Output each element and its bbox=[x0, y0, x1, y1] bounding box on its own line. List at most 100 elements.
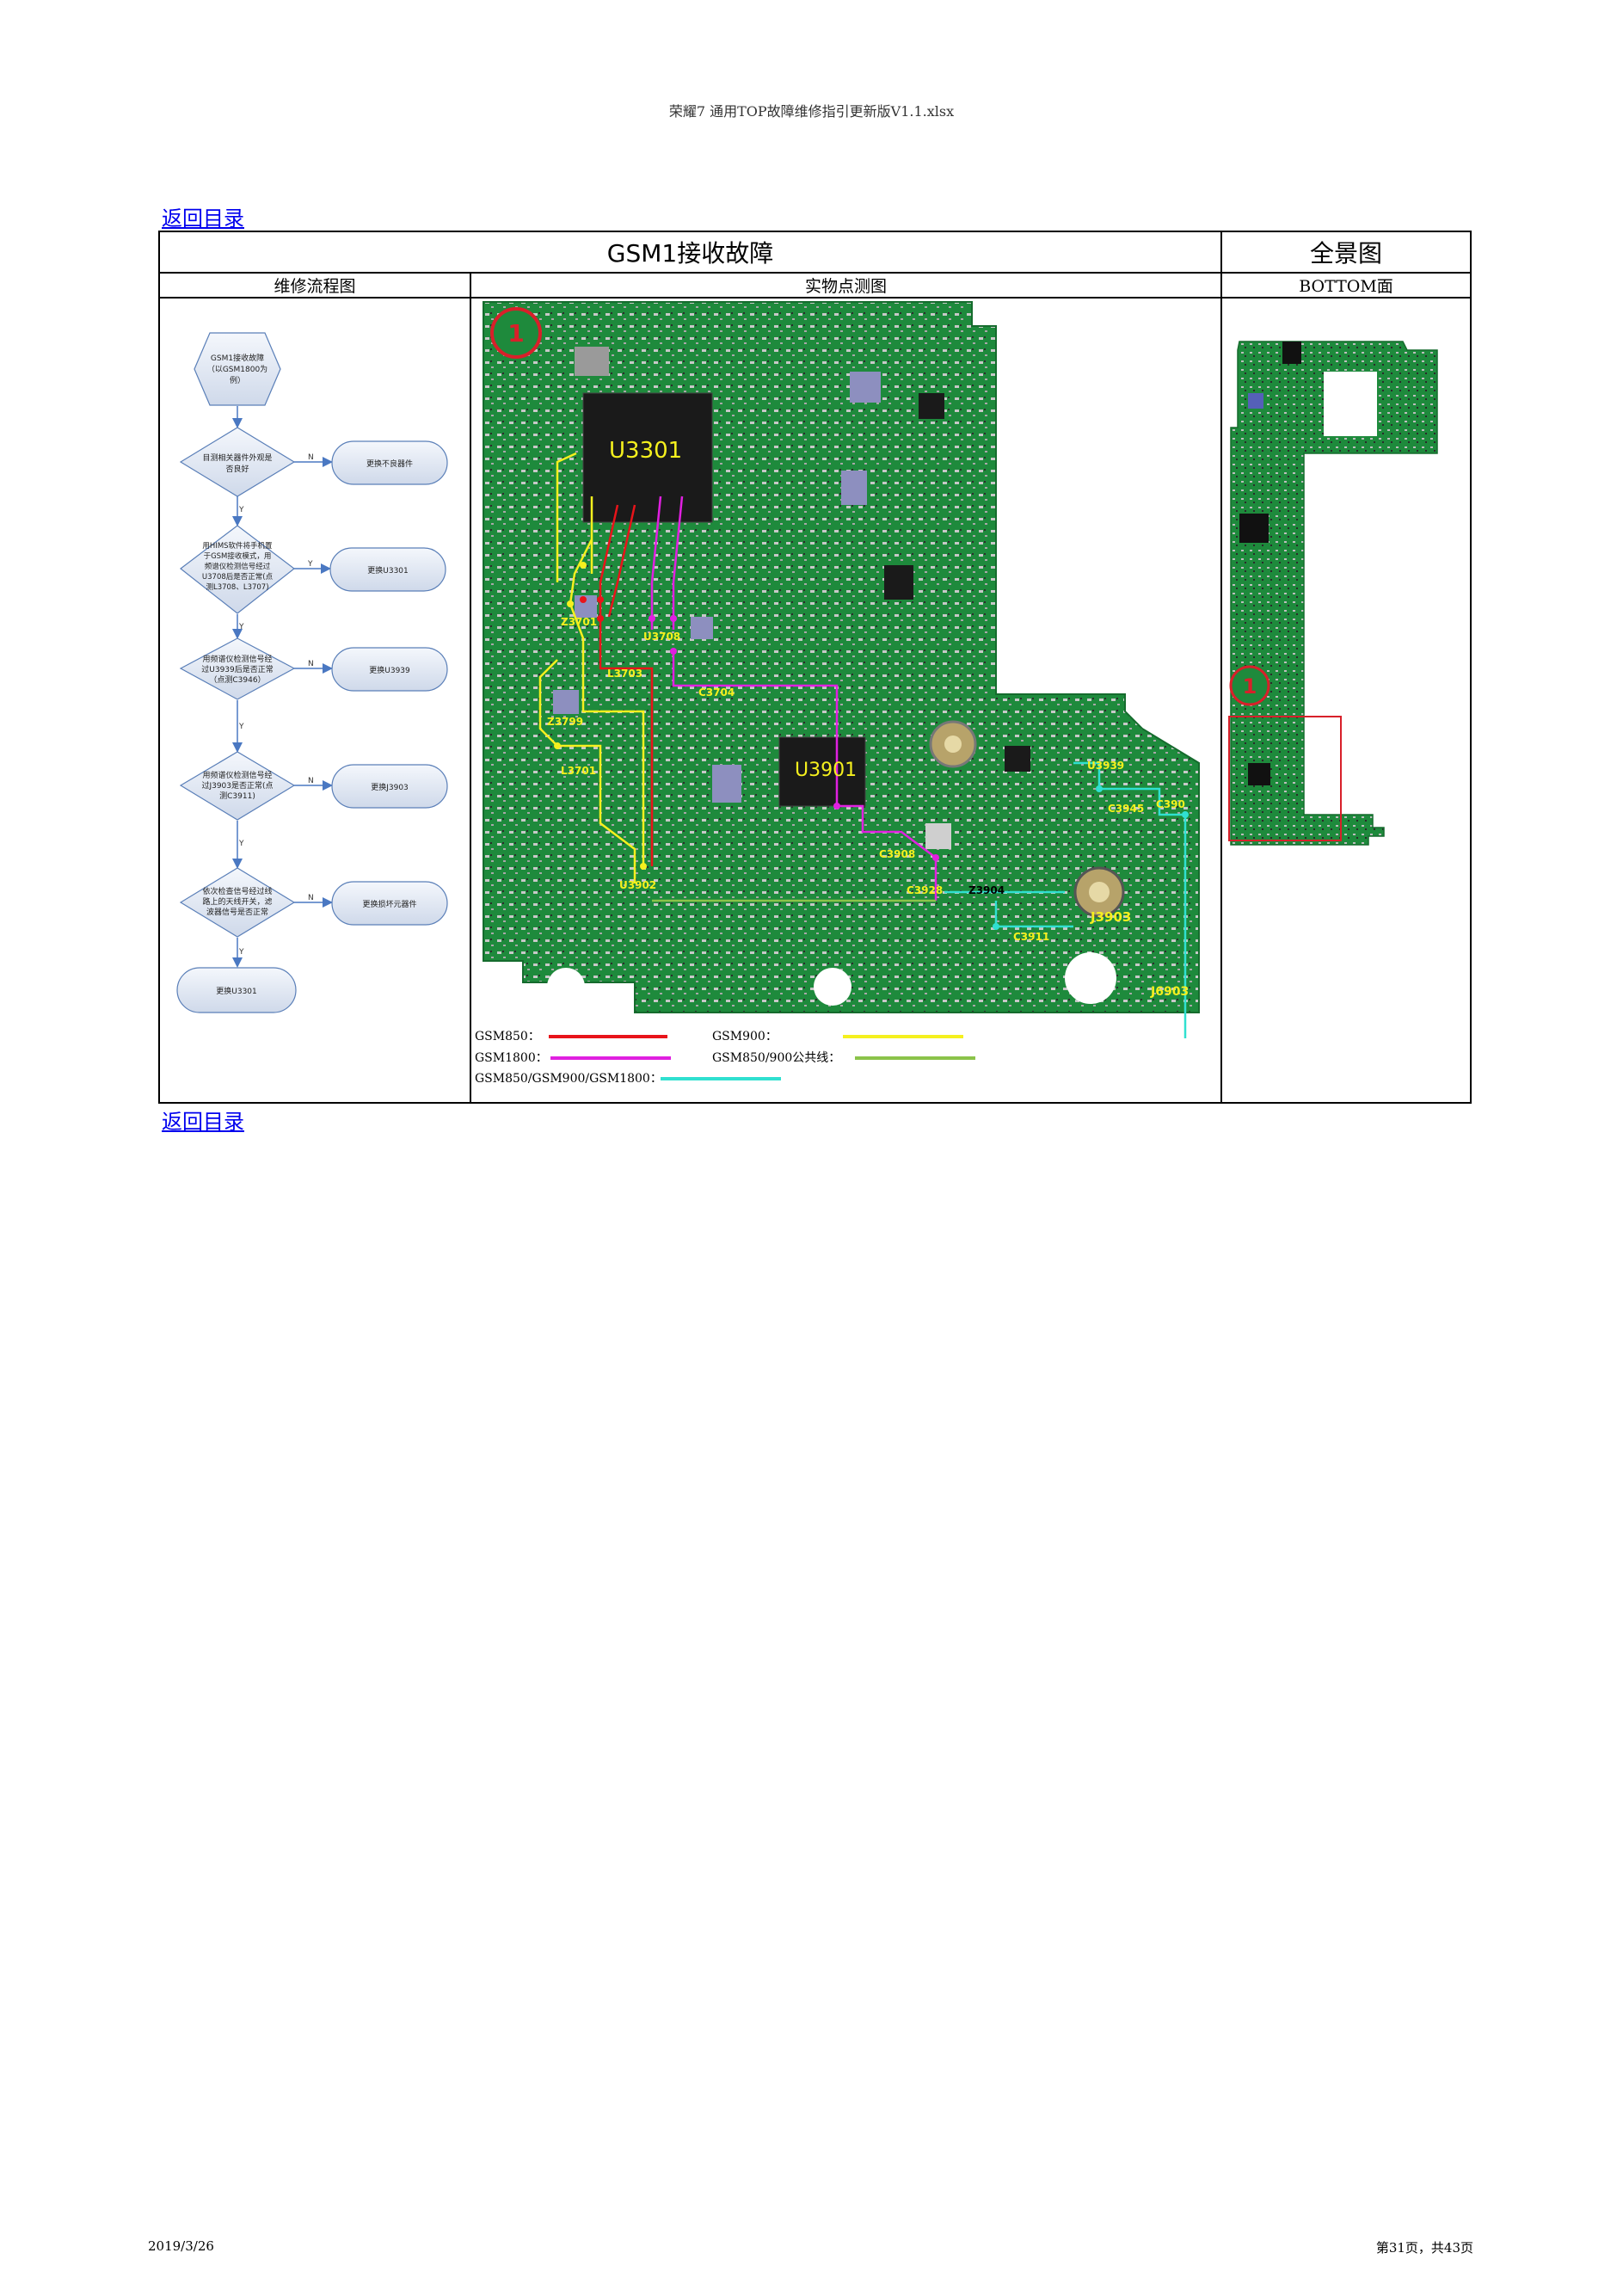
label-u3901: U3901 bbox=[795, 760, 857, 781]
back-to-index-link-bottom[interactable]: 返回目录 bbox=[162, 1110, 244, 1134]
probe-point bbox=[670, 648, 677, 655]
label-z3904: Z3904 bbox=[968, 884, 1005, 896]
fault-table: GSM1接收故障 全景图 维修流程图 实物点测图 BOTTOM面 bbox=[158, 231, 1472, 1104]
label-z3701: Z3701 bbox=[561, 616, 597, 628]
label-c3928: C3928 bbox=[907, 884, 943, 896]
flow-decision-3-line: （点测C3946） bbox=[209, 675, 265, 685]
component bbox=[884, 565, 913, 600]
flow-action-4-label: 更换J3903 bbox=[371, 782, 409, 792]
flow-decision-3-line: 过U3939后是否正常 bbox=[201, 664, 274, 674]
coax-connector-center bbox=[944, 736, 962, 753]
label-u3301: U3301 bbox=[609, 438, 682, 464]
flow-action-2-label: 更换U3301 bbox=[367, 565, 409, 576]
panorama-title: 全景图 bbox=[1220, 231, 1472, 274]
flow-decision-1-line: 目测相关器件外观是 bbox=[202, 452, 272, 463]
flow-decision-2-line: 测L3708、L3707) bbox=[206, 583, 268, 592]
trace-gsm850 bbox=[607, 504, 636, 618]
flow-end-node bbox=[176, 967, 297, 1013]
label-z3799: Z3799 bbox=[547, 716, 583, 728]
flow-decision-5-line: 波器信号是否正常 bbox=[206, 907, 268, 917]
probe-point bbox=[1182, 811, 1189, 818]
legend-gsm900-label: GSM900： bbox=[712, 1030, 778, 1043]
probe-point bbox=[932, 854, 939, 861]
panorama-board-diagram: 1 bbox=[1228, 341, 1438, 846]
label-c3908: C3908 bbox=[879, 848, 915, 860]
flow-decision-2 bbox=[180, 525, 295, 614]
document-title: 荣耀7 通用TOP故障维修指引更新版V1.1.xlsx bbox=[668, 103, 955, 120]
probe-point bbox=[597, 615, 604, 622]
probe-point bbox=[567, 600, 574, 607]
component bbox=[1248, 763, 1270, 785]
probe-point bbox=[1096, 785, 1103, 792]
photo-cell: 1 U3301 U3901 Z3701 U3708 L3703 C3704 Z3… bbox=[470, 297, 1222, 1104]
probe-point bbox=[649, 615, 655, 622]
flow-decision-4 bbox=[179, 751, 296, 821]
trace-gsm1800 bbox=[672, 496, 684, 630]
mounting-hole bbox=[814, 968, 851, 1006]
label-c390: C390 bbox=[1156, 798, 1185, 810]
flow-decision-4-line: 过J3903是否正常(点 bbox=[201, 780, 273, 791]
trace-gsm900 bbox=[556, 452, 577, 582]
flow-decision-5 bbox=[179, 867, 296, 938]
component bbox=[841, 471, 867, 505]
flow-decision-1 bbox=[179, 427, 296, 497]
flow-decision-3 bbox=[179, 637, 296, 700]
panorama-cell: 1 bbox=[1220, 297, 1472, 1104]
marker-1-label: 1 bbox=[507, 319, 524, 348]
label-j3903: J3903 bbox=[1090, 909, 1131, 925]
flow-no-label: N bbox=[308, 660, 314, 668]
mounting-hole bbox=[547, 968, 585, 1006]
flow-decision-5-line: 依次检查信号经过线 bbox=[202, 886, 272, 896]
flow-decision-2-line: 用HIMS软件将手机置 bbox=[202, 541, 273, 551]
flow-action-1-label: 更换不良器件 bbox=[366, 459, 413, 469]
label-l3701: L3701 bbox=[561, 765, 596, 777]
mounting-hole bbox=[1065, 952, 1116, 1004]
footer-page-number: 第31页，共43页 bbox=[1375, 2240, 1473, 2256]
trace-gsm900 bbox=[569, 539, 645, 866]
label-u3708: U3708 bbox=[643, 631, 680, 643]
flow-yes-label: Y bbox=[238, 623, 244, 631]
legend-gsm850-label: GSM850： bbox=[475, 1030, 540, 1043]
back-to-index-link-top[interactable]: 返回目录 bbox=[162, 206, 244, 231]
chip-u3901 bbox=[778, 736, 866, 807]
flow-decision-1-line: 否良好 bbox=[225, 464, 249, 474]
label-c3945: C3945 bbox=[1108, 803, 1144, 815]
repair-flowchart: Y Y Y Y Y N Y N N N GSM1接收故障 （以GSM1800为 … bbox=[176, 332, 448, 1013]
flow-start-line: 例） bbox=[230, 375, 245, 385]
chip-u3301 bbox=[582, 392, 713, 523]
fault-title: GSM1接收故障 bbox=[158, 231, 1222, 274]
label-u3939: U3939 bbox=[1087, 760, 1124, 772]
component bbox=[1239, 514, 1269, 543]
probe-point bbox=[833, 803, 840, 809]
flow-action-3-label: 更换U3939 bbox=[369, 665, 410, 675]
marker-1 bbox=[490, 307, 542, 359]
legend-all-label: GSM850/GSM900/GSM1800： bbox=[475, 1072, 662, 1086]
component bbox=[925, 823, 951, 849]
flow-action-1 bbox=[331, 440, 448, 485]
component bbox=[712, 765, 741, 803]
trace-gsm900 bbox=[538, 659, 636, 883]
flow-yes-label: Y bbox=[238, 723, 244, 731]
flow-decision-3-line: 用频谱仪检测信号经 bbox=[202, 654, 272, 664]
probe-point bbox=[597, 596, 604, 603]
component bbox=[919, 393, 944, 419]
flow-no-label: N bbox=[308, 453, 314, 462]
panorama-board bbox=[1230, 341, 1438, 846]
flow-action-2 bbox=[329, 547, 446, 592]
photo-column-header: 实物点测图 bbox=[470, 272, 1222, 299]
side-column-header: BOTTOM面 bbox=[1220, 272, 1472, 299]
trace-gsm1800 bbox=[650, 496, 662, 630]
flow-action-5-label: 更换损坏元器件 bbox=[362, 899, 416, 909]
component bbox=[1005, 746, 1030, 772]
probe-point bbox=[580, 562, 587, 569]
probe-point bbox=[670, 615, 677, 622]
label-j6903: J6903 bbox=[1150, 985, 1189, 999]
component bbox=[1248, 393, 1263, 409]
component bbox=[575, 347, 609, 376]
flow-decision-2-line: 于GSM接收模式，用 bbox=[204, 551, 272, 561]
flow-action-5 bbox=[331, 881, 448, 926]
flow-action-3 bbox=[331, 647, 448, 692]
component bbox=[553, 690, 579, 714]
label-c3911: C3911 bbox=[1013, 931, 1049, 943]
flow-action-4 bbox=[331, 764, 448, 809]
